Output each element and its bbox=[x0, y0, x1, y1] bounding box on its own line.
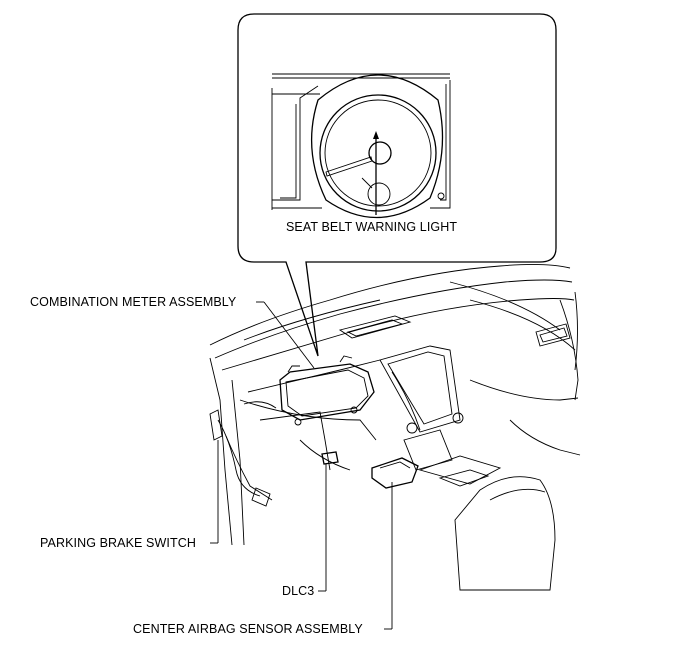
combination-meter-assembly-label: COMBINATION METER ASSEMBLY bbox=[30, 295, 237, 309]
parking-brake-switch-label: PARKING BRAKE SWITCH bbox=[40, 536, 196, 550]
center-airbag-sensor-assembly-label: CENTER AIRBAG SENSOR ASSEMBLY bbox=[133, 622, 363, 636]
seat-belt-warning-light-label: SEAT BELT WARNING LIGHT bbox=[286, 220, 458, 234]
cluster-closeup bbox=[271, 73, 451, 219]
callout-detail-box bbox=[237, 13, 557, 357]
leader-lines bbox=[210, 301, 393, 630]
dlc3-label: DLC3 bbox=[282, 584, 315, 598]
dashboard-illustration bbox=[209, 263, 581, 591]
